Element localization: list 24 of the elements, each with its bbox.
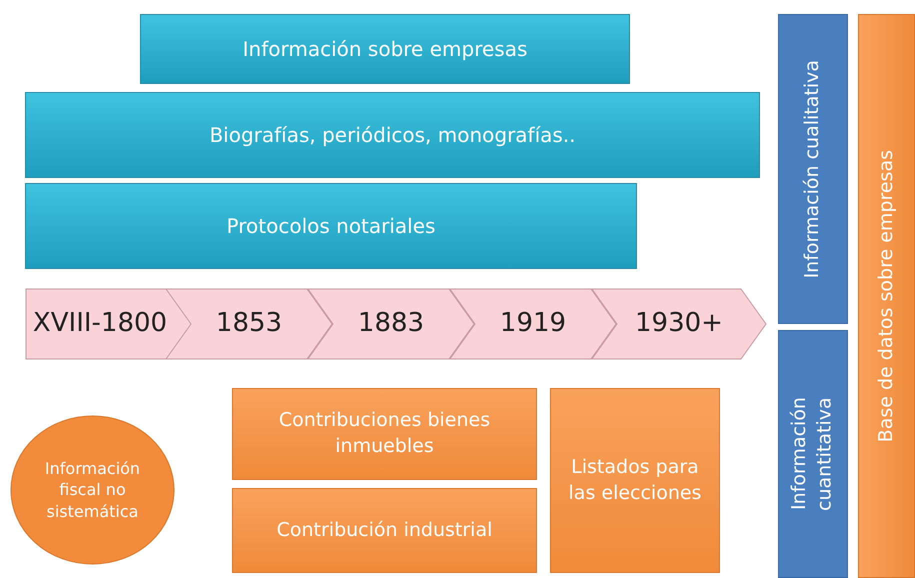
vertical-bar	[778, 14, 848, 324]
banner-text: Protocolos notariales	[226, 212, 436, 240]
ellipse-text: Información fiscal no sistemática	[44, 458, 142, 522]
category-box	[232, 388, 537, 480]
category-box	[550, 388, 720, 573]
timeline-label: 1853	[216, 307, 282, 340]
banner-text: Información sobre empresas	[242, 36, 528, 62]
vertical-text: Información cualitativa	[800, 60, 824, 278]
category-text: Contribuciones bienes inmuebles	[278, 408, 492, 459]
vertical-text: Información cuantitativa	[787, 396, 837, 513]
banner-box	[25, 183, 637, 269]
banner-box	[140, 14, 630, 84]
banner-text: Biografías, periódicos, monografías..	[209, 122, 576, 148]
category-text: Contribución industrial	[276, 518, 492, 543]
vertical-text: Base de datos sobre empresas	[874, 150, 898, 442]
timeline-label: 1930+	[635, 307, 723, 340]
timeline-label: 1883	[358, 307, 424, 340]
timeline-label: XVIII-1800	[32, 307, 168, 340]
category-box	[232, 488, 537, 573]
vertical-bar	[858, 14, 915, 578]
category-text: Listados para las elecciones	[568, 454, 702, 506]
banner-box	[25, 92, 760, 178]
vertical-bar	[778, 330, 848, 578]
timeline-label: 1919	[500, 307, 566, 340]
